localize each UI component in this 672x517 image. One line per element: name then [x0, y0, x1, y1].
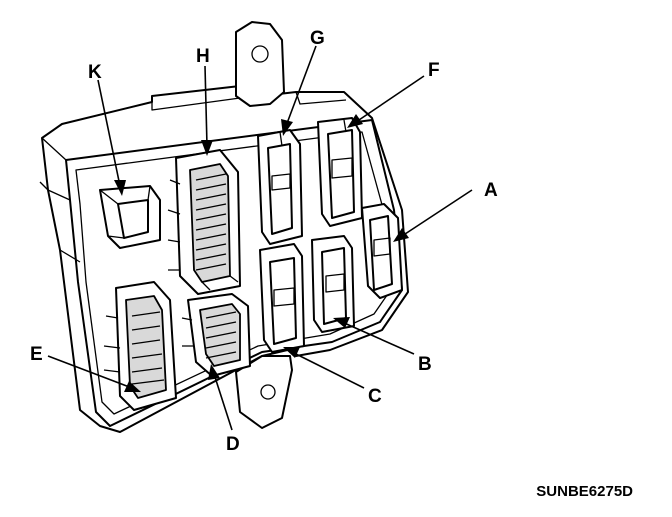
callout-e: E	[30, 344, 43, 365]
connector-c	[259, 243, 305, 353]
connector-d	[181, 293, 251, 377]
top-mounting-tab	[235, 21, 285, 107]
connector-e	[103, 281, 177, 411]
callout-d: D	[226, 434, 240, 455]
mount-hole-top	[251, 45, 269, 63]
connector-k	[99, 185, 161, 249]
callout-h: H	[196, 46, 210, 67]
callout-leaders	[47, 45, 473, 431]
connector-f	[317, 117, 363, 227]
bottom-mounting-tab	[235, 355, 293, 429]
callout-g: G	[310, 28, 325, 49]
connector-g	[257, 129, 303, 245]
callout-labels: A B C D E F G H K	[30, 28, 498, 455]
connector-h	[167, 149, 241, 295]
callout-k: K	[88, 62, 102, 83]
callout-f: F	[428, 60, 440, 81]
drawing-code: SUNBE6275D	[536, 483, 633, 500]
callout-c: C	[368, 386, 382, 407]
connector-a	[361, 203, 403, 299]
callout-b: B	[418, 354, 432, 375]
callout-a: A	[484, 180, 498, 201]
mount-hole-bottom	[260, 384, 276, 400]
